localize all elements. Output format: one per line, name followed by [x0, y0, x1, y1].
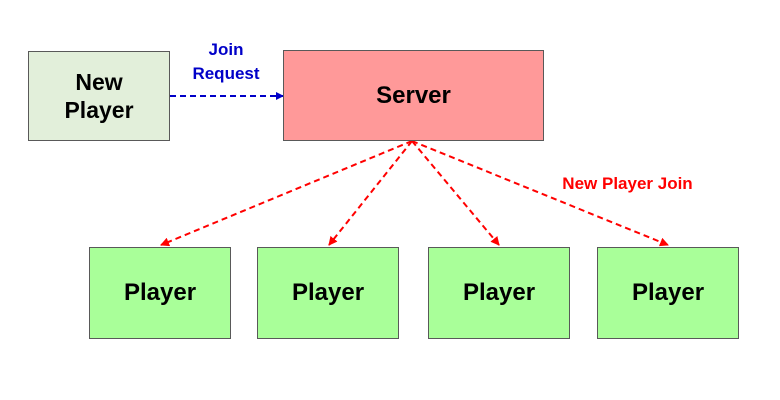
join-request-label-line2: Request	[192, 64, 260, 83]
player-label-3: Player	[462, 279, 536, 306]
player-node-4: Player	[597, 247, 739, 339]
broadcast-arrow-2	[328, 140, 413, 246]
player-node-1: Player	[89, 247, 231, 339]
new-player-node: New Player	[28, 51, 170, 141]
new-player-join-label: New Player Join	[562, 174, 693, 193]
broadcast-arrow-3	[411, 140, 500, 246]
broadcast-arrow-4	[411, 140, 669, 247]
player-node-3: Player	[428, 247, 570, 339]
new-player-label-line2: Player	[64, 97, 134, 123]
player-label-1: Player	[123, 279, 197, 306]
player-node-2: Player	[257, 247, 399, 339]
player-label-4: Player	[631, 279, 705, 306]
broadcast-arrow-1	[160, 140, 413, 247]
server-node: Server	[283, 50, 544, 141]
join-request-label: Join Request	[180, 38, 272, 86]
server-label: Server	[376, 81, 451, 109]
player-label-2: Player	[291, 279, 365, 306]
new-player-label-line1: New	[75, 69, 123, 95]
join-request-label-line1: Join	[208, 40, 244, 59]
